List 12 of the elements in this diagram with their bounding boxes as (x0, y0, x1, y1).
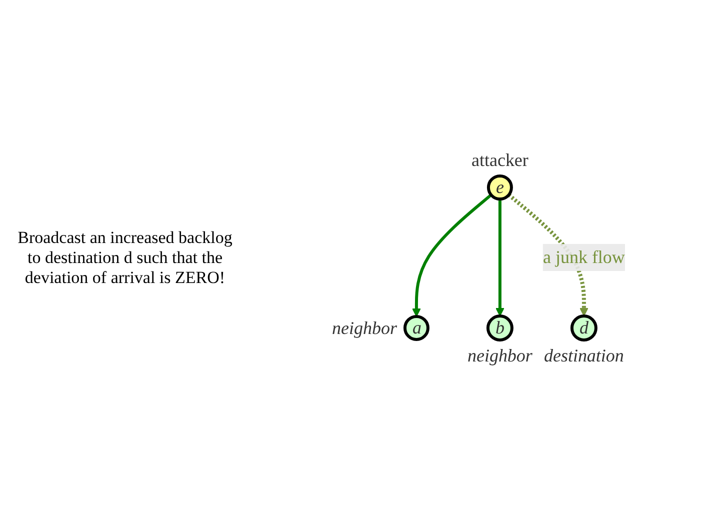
node-caption: attacker (472, 150, 528, 170)
arrow (496, 199, 504, 317)
arrow (412, 194, 492, 318)
circle-node: b (486, 314, 514, 342)
note-text: Broadcast an increased backlog to destination d such that the deviation of arrival is ZERO! (16, 228, 234, 288)
edge-label: a junk flow (542, 247, 625, 268)
circle-node: a (404, 315, 430, 342)
node-caption: neighbor (332, 318, 397, 338)
node-caption: destination (544, 346, 624, 366)
circle-node: d (570, 314, 598, 342)
circle-node: e (486, 174, 513, 201)
node-caption: neighbor (468, 346, 532, 366)
